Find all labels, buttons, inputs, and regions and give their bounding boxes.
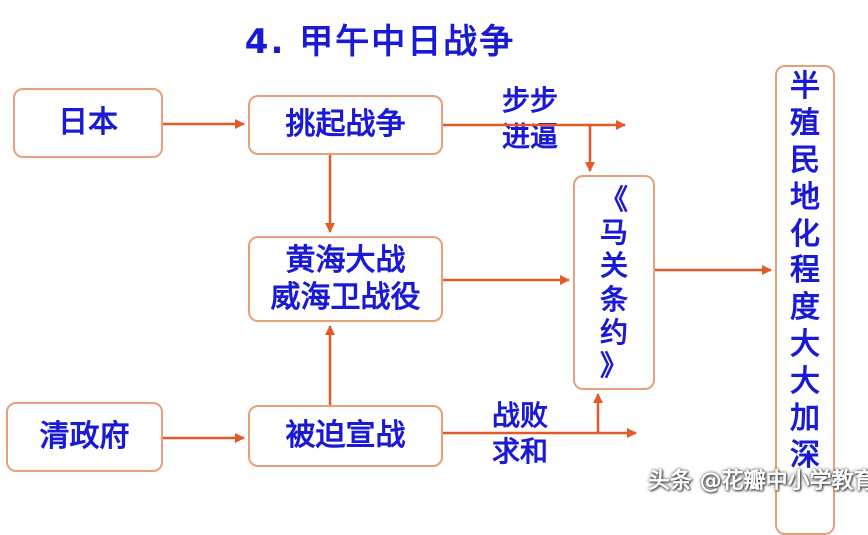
treaty-char: 关 [599,249,628,283]
label-sue-line-1: 战败 [492,399,549,432]
treaty-char: 约 [599,315,628,349]
treaty-char: 条 [599,282,628,316]
node-battles-line-2: 威海卫战役 [270,280,421,315]
node-battles: 黄海大战 威海卫战役 [248,236,443,322]
semi-char: 加 [790,401,820,437]
semi-char: 度 [790,290,820,326]
node-battles-line-1: 黄海大战 [285,242,406,278]
label-sue-for-peace: 战败 求和 [492,398,548,471]
node-semi-colonization: 半 殖 民 地 化 程 度 大 大 加 深 [775,65,835,535]
label-sue-line-2: 求和 [492,435,549,469]
node-treaty: 《 马 关 条 约 》 [573,175,655,390]
semi-char: 大 [790,327,820,363]
node-qing-government: 清政府 [6,402,163,472]
watermark: 头条 @花瓣中小学教育 [648,469,868,494]
semi-char: 地 [790,179,820,215]
treaty-char: 》 [599,348,628,382]
semi-char: 程 [790,253,820,289]
node-japan: 日本 [13,88,163,158]
semi-char: 民 [790,142,820,178]
arrow-layer [163,119,772,443]
label-step-line-1: 步步 [502,84,559,117]
semi-char: 深 [790,437,820,473]
semi-char: 半 [790,69,820,104]
node-forced-war: 被迫宣战 [248,405,443,467]
semi-char: 殖 [790,105,820,141]
node-provoke-war: 挑起战争 [248,95,443,155]
treaty-char: 《 [599,183,628,217]
semi-char: 化 [790,216,820,252]
diagram-title: 4. 甲午中日战争 [244,22,516,62]
treaty-char: 马 [599,216,628,250]
semi-char: 大 [790,364,820,400]
